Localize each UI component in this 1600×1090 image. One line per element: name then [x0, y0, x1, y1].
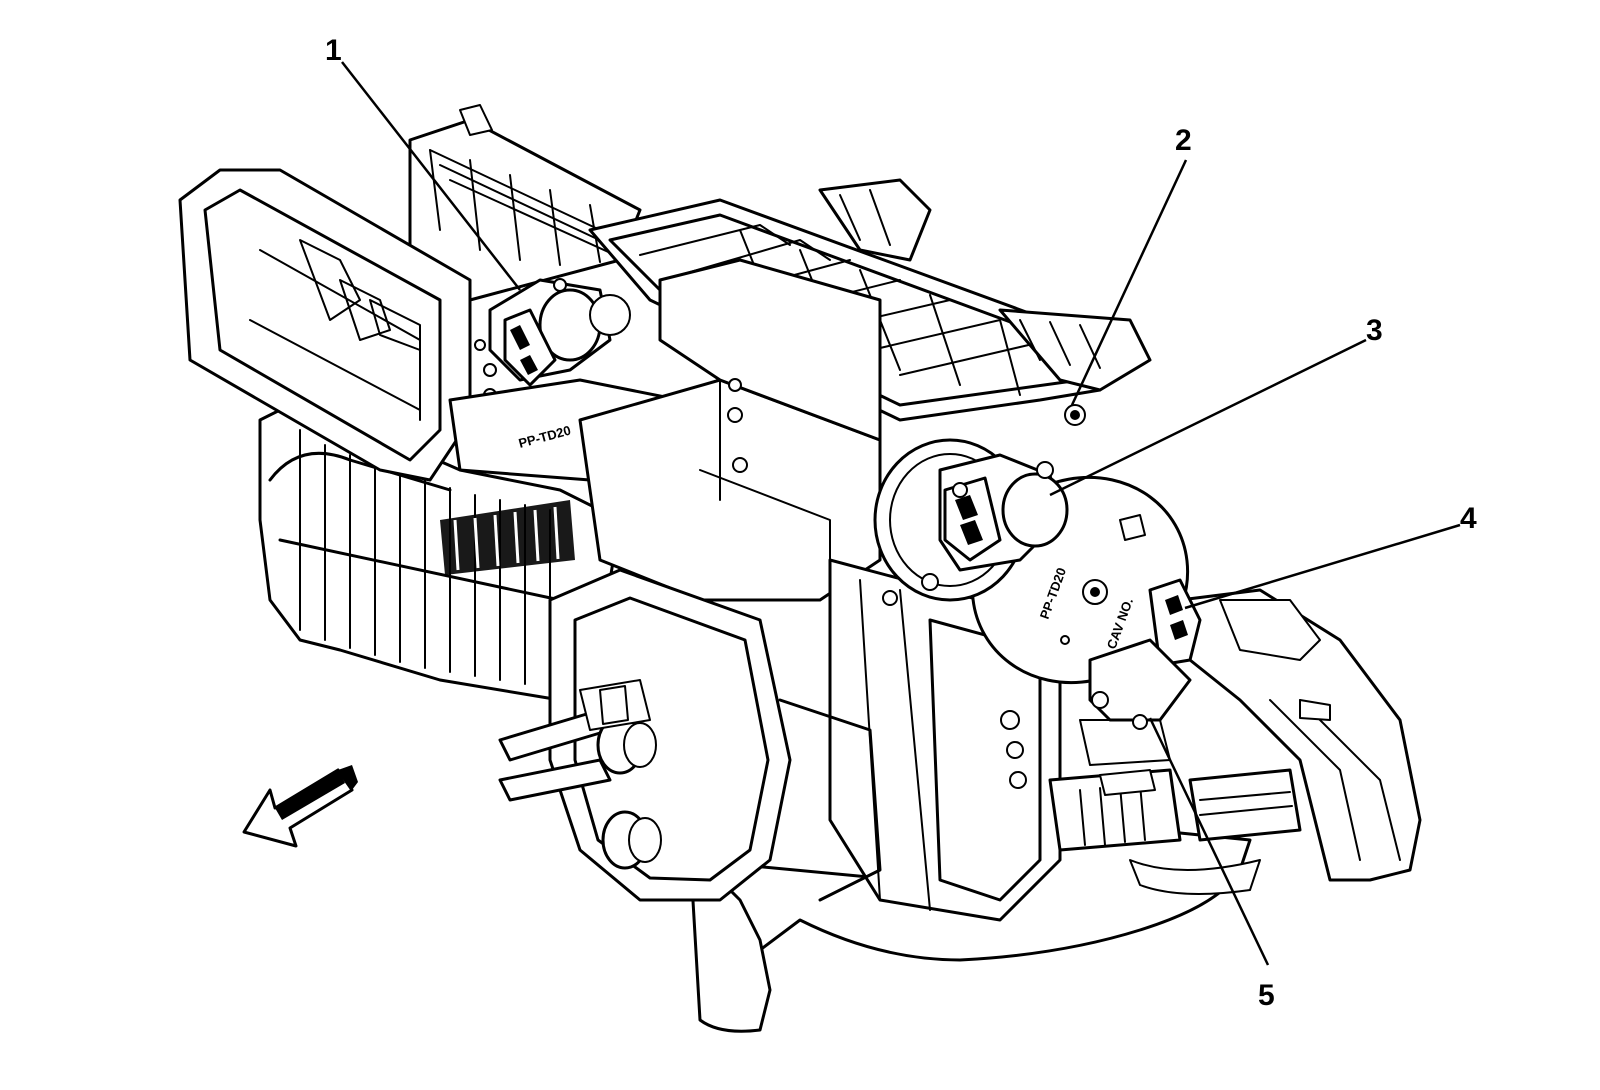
leader-1 [341, 61, 521, 291]
leader-4 [1184, 523, 1461, 610]
mode-actuator-1 [488, 278, 631, 387]
callout-2: 2 [1175, 124, 1192, 157]
evaporator-case [258, 398, 622, 702]
callout-leaders [341, 61, 1461, 966]
right-floor-duct [1178, 588, 1422, 882]
callout-labels: 1 2 3 4 5 [325, 34, 1477, 1012]
center-housing [578, 258, 882, 602]
leader-3 [1049, 338, 1367, 497]
callout-4: 4 [1460, 502, 1477, 535]
right-rear-housing [818, 178, 1152, 392]
callout-5: 5 [1258, 979, 1275, 1012]
callout-1: 1 [325, 34, 342, 67]
actuator-5 [1088, 638, 1192, 730]
left-duct-outlet [178, 168, 497, 482]
recirculation-actuator-ring [873, 404, 1086, 606]
leader-2 [1070, 159, 1188, 406]
leader-5 [1148, 717, 1270, 966]
callout-3: 3 [1366, 314, 1383, 347]
heater-pipe-housing [498, 568, 882, 902]
front-arrow-icon [242, 765, 358, 848]
lower-right-components [1048, 719, 1302, 895]
